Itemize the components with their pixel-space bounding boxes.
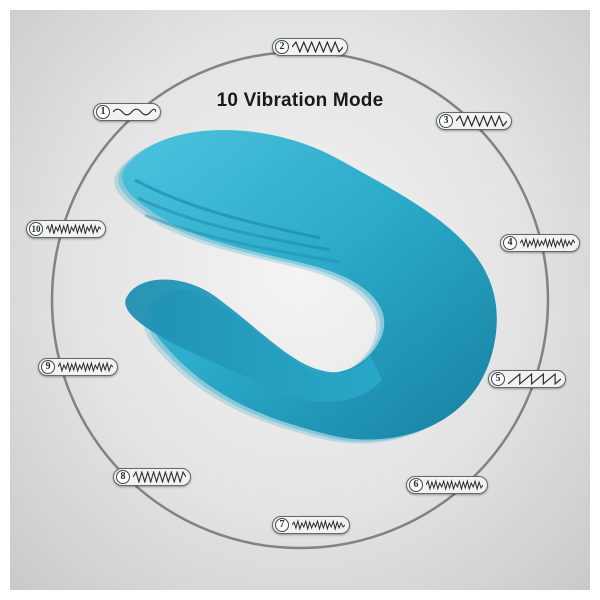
product-illustration xyxy=(114,130,497,444)
mode-number: 10 xyxy=(29,222,43,236)
mode-badge-6: 6 xyxy=(406,476,488,494)
mode-badge-2: 2 xyxy=(272,38,348,56)
mode-badge-10: 10 xyxy=(26,220,106,238)
mode-number: 4 xyxy=(503,236,517,250)
product-image-frame: 10 Vibration Mode 1 xyxy=(10,10,590,590)
dense-wave-icon xyxy=(292,519,345,531)
mode-number: 7 xyxy=(275,518,289,532)
sine-wave-icon xyxy=(113,108,156,116)
mode-number: 3 xyxy=(439,114,453,128)
mode-number: 9 xyxy=(41,360,55,374)
mode-badge-8: 8 xyxy=(113,468,191,486)
mode-number: 6 xyxy=(409,478,423,492)
mode-number: 8 xyxy=(116,470,130,484)
page-title: 10 Vibration Mode xyxy=(216,90,384,111)
mode-number: 1 xyxy=(96,105,110,119)
dense-wave-icon xyxy=(58,361,113,373)
mode-badge-5: 5 xyxy=(488,370,566,388)
mode-badge-3: 3 xyxy=(436,112,512,130)
zigzag-wave-icon xyxy=(292,41,343,53)
dense-wave-icon xyxy=(46,223,101,235)
mode-number: 5 xyxy=(491,372,505,386)
mode-number: 2 xyxy=(275,40,289,54)
dense-wave-icon xyxy=(520,237,575,249)
dense-wave-icon xyxy=(426,479,483,491)
mode-badge-4: 4 xyxy=(500,234,580,252)
mode-badge-7: 7 xyxy=(272,516,350,534)
mode-badge-9: 9 xyxy=(38,358,118,376)
mode-badge-1: 1 xyxy=(93,103,161,121)
ramp-wave-icon xyxy=(508,373,561,385)
zigzag-wave-icon xyxy=(133,471,186,483)
zigzag-wave-icon xyxy=(456,115,507,127)
